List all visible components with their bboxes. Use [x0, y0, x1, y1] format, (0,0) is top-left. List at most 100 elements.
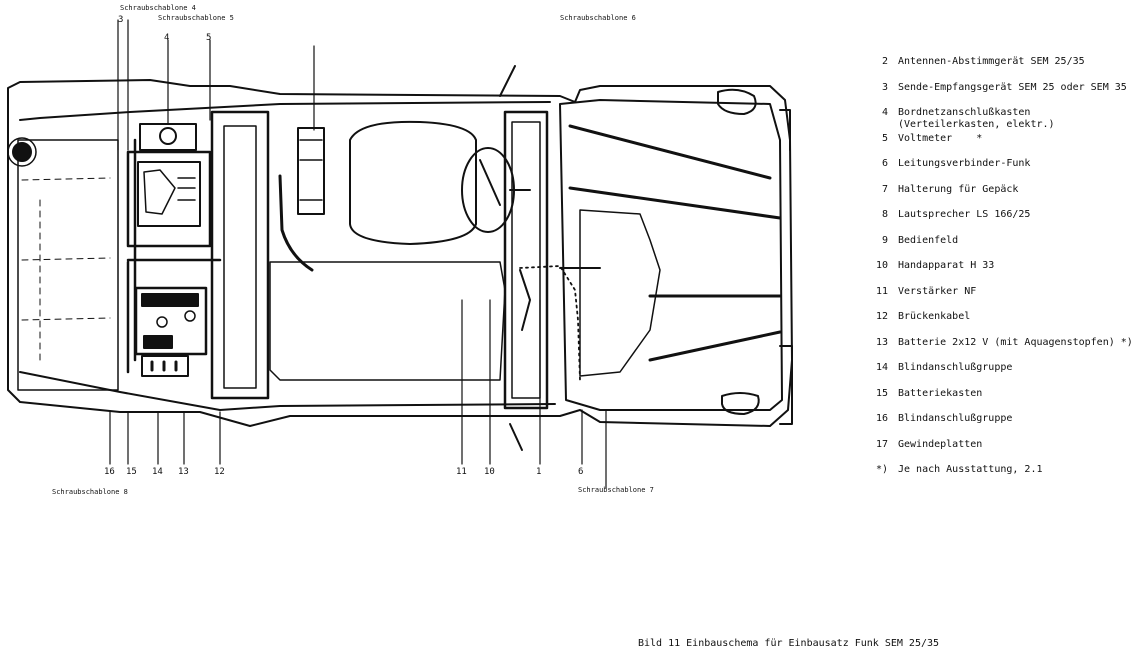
legend-item-text: Handapparat H 33 — [898, 260, 995, 271]
rear-inner-box — [17, 139, 119, 391]
antenna-tuner-knob — [159, 127, 177, 145]
legend-item: 8 Lautsprecher LS 166/25 — [866, 209, 1132, 235]
legend-item: 13 Batterie 2x12 V (mit Aquagenstopfen) *… — [866, 336, 1133, 363]
control-panel-knob-b — [184, 310, 196, 322]
parts-legend: 2 Antennen-Abstimmgerät SEM 25/35 3 Sende-E… — [866, 56, 1133, 490]
loudspeaker — [297, 127, 325, 215]
callout-15: 15 — [126, 467, 137, 477]
legend-item: 2 Antennen-Abstimmgerät SEM 25/35 — [866, 56, 1132, 82]
legend-item-text: Bedienfeld — [898, 234, 959, 246]
legend-item-text: Voltmeter * — [898, 132, 983, 144]
legend-item-text: Leitungsverbinder-Funk — [898, 158, 1031, 169]
legend-item: 9 Bedienfeld — [866, 235, 1132, 261]
legend-item: 6 Leitungsverbinder-Funk — [866, 158, 1132, 184]
legend-item: 3 Sende-Empfangsgerät SEM 25 oder SEM 35 — [866, 82, 1132, 108]
cable-junction — [519, 267, 601, 331]
rear-dashed-lines — [21, 177, 111, 361]
battery-box-inner — [223, 125, 257, 389]
legend-item-number: 2 — [881, 56, 888, 67]
legend-item-number: 7 — [881, 183, 888, 195]
callout-16: 16 — [104, 467, 115, 477]
figure-caption: Bild 11 Einbauschema für Einbausatz Funk… — [638, 638, 940, 649]
control-panel-display — [141, 293, 199, 307]
label-schraubschablone-4: Schraubschablone 4 — [120, 4, 196, 12]
headlight-bottom — [721, 392, 760, 415]
radio-set-detail — [143, 169, 196, 215]
callout-leaders — [109, 19, 607, 489]
legend-item-number: 4 — [881, 107, 888, 118]
windshield-frame — [503, 110, 549, 410]
legend-item-number: 5 — [881, 132, 888, 144]
label-schraubschablone-7: Schraubschablone 7 — [578, 486, 654, 494]
legend-item-number: 12 — [875, 311, 888, 322]
callout-11: 11 — [456, 467, 467, 477]
legend-item-text: Sende-Empfangsgerät SEM 25 oder SEM 35 — [898, 81, 1127, 93]
windshield-inner — [511, 121, 541, 399]
legend-item: 17 Gewindeplatten — [866, 439, 1132, 465]
legend-item-number: 10 — [875, 260, 888, 271]
dotted-cable-run — [519, 265, 581, 381]
control-panel-indicator — [143, 335, 173, 349]
legend-item-number: 13 — [875, 336, 888, 348]
legend-item-text: Verstärker NF — [898, 285, 977, 297]
legend-item-number: *) — [875, 464, 888, 475]
legend-item-text: Lautsprecher LS 166/25 — [898, 209, 1031, 220]
antenna-mast — [499, 65, 516, 97]
connector-pins — [150, 360, 178, 372]
luggage-drum — [349, 120, 477, 245]
legend-item-text: Batteriekasten — [898, 387, 983, 399]
legend-item: 16 Blindanschlußgruppe — [866, 413, 1132, 439]
hood-panel — [579, 209, 661, 377]
cargo-floor — [269, 261, 506, 381]
hood-rib-4 — [648, 330, 782, 362]
legend-item-number: 15 — [875, 387, 888, 399]
legend-item-number: 8 — [881, 209, 888, 220]
hood-rib-2 — [568, 186, 782, 220]
radio-rack — [126, 150, 212, 248]
headlight-top — [717, 88, 757, 115]
battery-box — [210, 110, 270, 400]
spare-wheel-ring — [7, 137, 37, 167]
legend-item-number: 16 — [875, 413, 888, 424]
control-panel-knob-a — [156, 316, 168, 328]
callout-4: 4 — [164, 33, 170, 43]
vehicle-body-outline — [7, 79, 793, 427]
legend-item-text: Gewindeplatten — [898, 438, 983, 450]
legend-item-number: 9 — [881, 234, 888, 246]
legend-item-text: Je nach Ausstattung, 2.1 — [898, 464, 1043, 475]
label-schraubschablone-6: Schraubschablone 6 — [560, 14, 636, 22]
hood-outline — [559, 99, 783, 411]
legend-item-number: 11 — [875, 285, 888, 297]
control-panel — [134, 286, 208, 356]
radio-set-body — [137, 161, 201, 227]
interconnect-cable — [278, 174, 314, 272]
legend-item: 15 Batteriekasten — [866, 388, 1132, 414]
callout-13: 13 — [178, 467, 189, 477]
front-bumper — [779, 109, 793, 425]
connector-group — [141, 355, 189, 377]
legend-item-text: Antennen-Abstimmgerät SEM 25/35 — [898, 56, 1085, 67]
label-schraubschablone-5: Schraubschablone 5 — [158, 14, 234, 22]
hood-rib-1 — [568, 124, 772, 180]
legend-item: 5 Voltmeter * — [866, 133, 1132, 159]
label-schraubschablone-8: Schraubschablone 8 — [52, 488, 128, 496]
legend-item-number: 17 — [875, 438, 888, 450]
callout-12: 12 — [214, 467, 225, 477]
callout-3: 3 — [118, 15, 124, 25]
legend-item: 12 Brückenkabel — [866, 311, 1132, 337]
loudspeaker-mount — [299, 139, 323, 201]
legend-item-text: Batterie 2x12 V (mit Aquagenstopfen) *) — [898, 336, 1133, 348]
callout-6: 6 — [578, 467, 584, 477]
steering-column — [479, 159, 531, 206]
legend-item: 11 Verstärker NF — [866, 286, 1132, 312]
legend-item-text: Brückenkabel — [898, 311, 971, 322]
callout-10: 10 — [484, 467, 495, 477]
legend-item-number: 3 — [881, 81, 888, 93]
legend-item: *) Je nach Ausstattung, 2.1 — [866, 464, 1132, 490]
legend-item-text: Blindanschlußgruppe — [898, 362, 1013, 373]
legend-item-number: 6 — [881, 158, 888, 169]
legend-item-text: Blindanschlußgruppe — [898, 413, 1013, 424]
